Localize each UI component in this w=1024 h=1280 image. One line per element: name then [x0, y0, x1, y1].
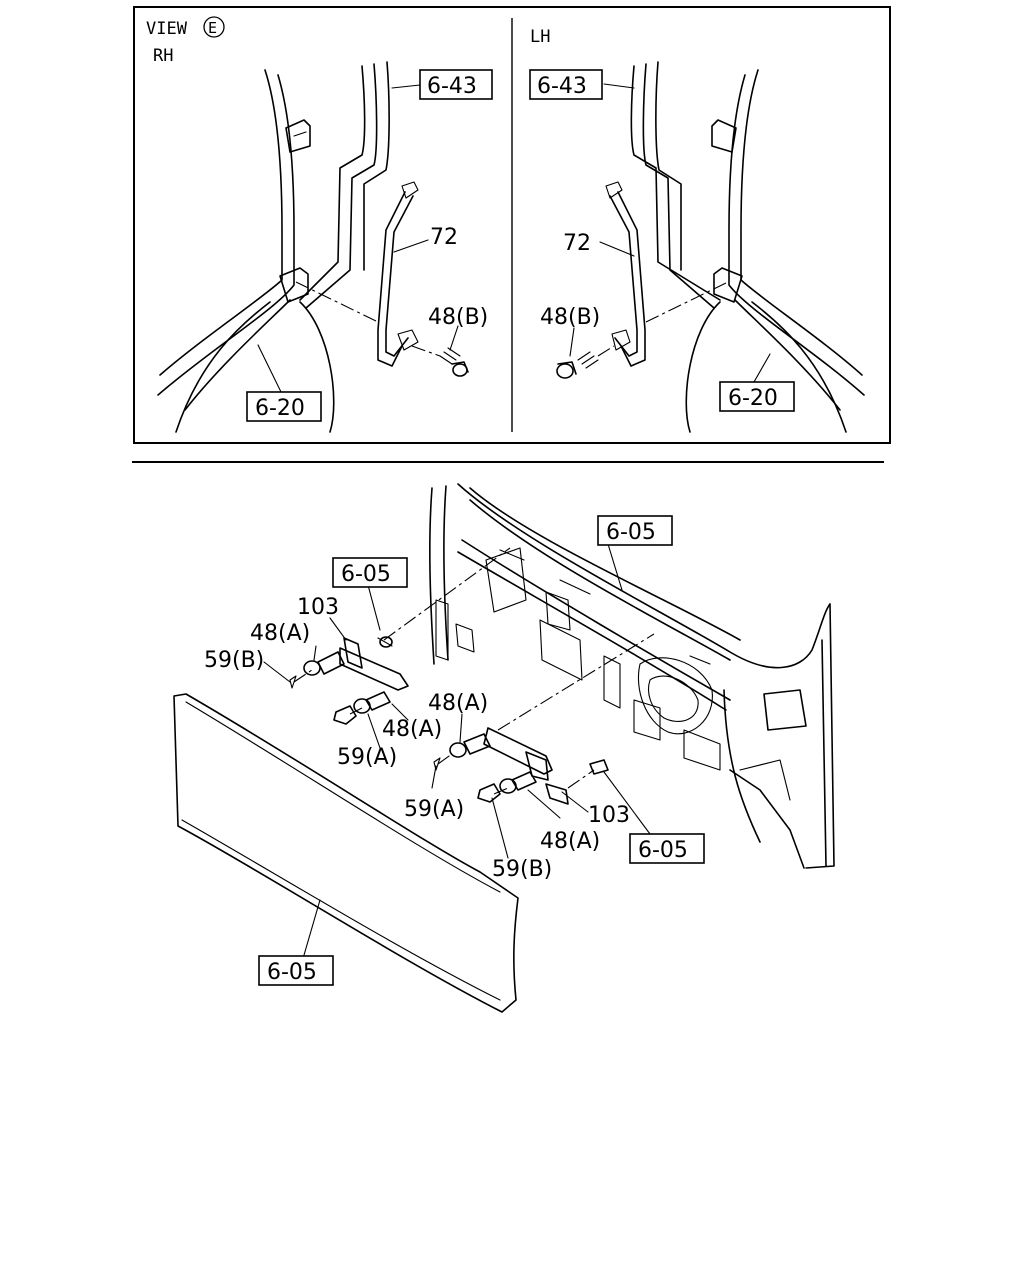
view-label: VIEW [146, 19, 188, 39]
ref-6-43-rh[interactable]: 6-43 [427, 74, 477, 99]
ref-6-20-rh[interactable]: 6-20 [255, 396, 305, 421]
ref-box-6-43-rh [419, 69, 493, 100]
ref-6-20-lh[interactable]: 6-20 [728, 386, 778, 411]
ref-box-6-05-top-left [332, 557, 408, 588]
ref-box-6-05-top-right [597, 515, 673, 546]
part-48b-rh[interactable]: 48(B) [428, 305, 488, 330]
cab-front-panel-drawing [173, 483, 835, 1013]
part-48a-left-lower[interactable]: 48(A) [382, 717, 442, 742]
rh-label: RH [153, 46, 173, 66]
ref-6-05-top-right[interactable]: 6-05 [606, 520, 656, 545]
part-59a-left[interactable]: 59(A) [337, 745, 397, 770]
part-103-right[interactable]: 103 [588, 803, 630, 828]
part-48a-center[interactable]: 48(A) [428, 691, 488, 716]
part-103-left[interactable]: 103 [297, 595, 339, 620]
part-59b-right[interactable]: 59(B) [492, 857, 552, 882]
ref-box-6-20-lh [719, 381, 795, 412]
part-48b-lh[interactable]: 48(B) [540, 305, 600, 330]
ref-6-05-bottom[interactable]: 6-05 [267, 960, 317, 985]
part-72-rh[interactable]: 72 [430, 225, 458, 250]
part-72-lh[interactable]: 72 [563, 231, 591, 256]
ref-6-05-top-left[interactable]: 6-05 [341, 562, 391, 587]
ref-6-43-lh[interactable]: 6-43 [537, 74, 587, 99]
inset-frame [133, 6, 891, 444]
lh-pillar-drawing [556, 61, 865, 433]
rh-pillar-drawing [157, 61, 469, 433]
ref-box-6-20-rh [246, 391, 322, 422]
part-59b-left[interactable]: 59(B) [204, 648, 264, 673]
view-mark: E [208, 19, 217, 37]
part-48a-left[interactable]: 48(A) [250, 621, 310, 646]
view-mark-circle [203, 16, 225, 38]
part-59a-center[interactable]: 59(A) [404, 797, 464, 822]
ref-box-6-05-right [629, 833, 705, 864]
ref-6-05-right[interactable]: 6-05 [638, 838, 688, 863]
lh-label: LH [530, 27, 550, 47]
part-48a-right[interactable]: 48(A) [540, 829, 600, 854]
ref-box-6-43-lh [529, 69, 603, 100]
ref-box-6-05-bottom [258, 955, 334, 986]
